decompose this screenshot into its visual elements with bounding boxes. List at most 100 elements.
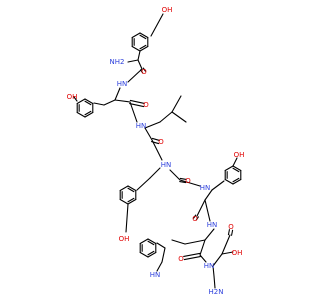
indole-benzene-ring — [147, 250, 155, 256]
bond — [204, 199, 211, 222]
atom-label-layer: OH NH2 HN O OH HN O HN O OH HN O OH HN O… — [67, 6, 245, 296]
bond — [161, 247, 166, 263]
phenol-ring-tyr3 — [127, 187, 135, 193]
bond — [114, 99, 131, 103]
carbonyl-bond — [129, 103, 145, 108]
bond — [199, 254, 207, 263]
amide-nh-label-tyr4: HN — [200, 184, 211, 192]
structure-svg: OH NH2 HN O OH HN O HN O OH HN O OH HN O… — [67, 6, 245, 296]
carbonyl-o-label-tyr1: O — [141, 68, 147, 76]
bond — [144, 121, 161, 129]
phenol-ring-tyr1 — [139, 44, 147, 50]
bond — [129, 101, 138, 123]
phenol-ring-tyr3 — [127, 185, 137, 192]
phenol-ring-tyr2 — [84, 98, 94, 105]
hydroxyl-label-tyr1: OH — [162, 6, 173, 14]
bond — [144, 127, 153, 141]
indole-benzene-ring — [147, 238, 157, 245]
phenol-ring-tyr1 — [139, 45, 149, 52]
amide-nh-label-tyr3: HN — [161, 161, 172, 169]
phenol-ring-tyr4 — [232, 177, 240, 183]
bond-layer — [73, 13, 242, 289]
bond — [169, 169, 181, 181]
bond — [213, 275, 216, 289]
bond — [156, 242, 166, 249]
phenol-ring-tyr1 — [139, 32, 149, 39]
carbonyl-bond — [195, 216, 199, 221]
bond — [150, 13, 164, 37]
bond — [212, 265, 215, 277]
hydroxyl-label-tyr4: OH — [234, 151, 245, 159]
phenol-ring-tyr2 — [84, 100, 92, 106]
phenol-ring-tyr2 — [84, 111, 94, 118]
bond — [179, 179, 201, 187]
bond — [103, 99, 116, 106]
bond — [184, 239, 206, 245]
indole-benzene-ring — [139, 238, 149, 245]
bond — [196, 199, 206, 217]
bond — [127, 68, 143, 83]
phenol-ring-tyr4 — [232, 165, 242, 172]
phenol-ring-tyr4 — [232, 167, 240, 173]
bond — [171, 239, 186, 245]
indole-benzene-ring — [139, 251, 149, 258]
molecule-diagram: OH NH2 HN O OH HN O HN O OH HN O OH HN O… — [67, 6, 245, 296]
bond — [221, 234, 231, 255]
carbonyl-o-label-leu: O — [158, 138, 164, 146]
bond — [93, 102, 105, 106]
amide-nh-label-leu: HN — [136, 122, 147, 130]
carbonyl-o-label-tyr2: O — [143, 101, 149, 109]
bond — [136, 177, 151, 191]
carbonyl-bond — [179, 181, 187, 184]
phenol-ring-tyr3 — [127, 198, 137, 205]
amide-nh-label-trp: HN — [207, 221, 218, 229]
phenol-ring-tyr2 — [84, 110, 92, 116]
indole-nh-label: HN — [150, 271, 161, 279]
bond — [171, 95, 182, 113]
amine-label-n-terminus: NH2 — [110, 58, 125, 66]
bond — [204, 228, 215, 241]
amide-nh-label-lys: HN — [204, 262, 215, 270]
bond — [204, 189, 213, 201]
bond — [137, 59, 143, 70]
phenol-ring-tyr4 — [224, 178, 234, 185]
carbonyl-bond — [179, 177, 187, 180]
carbonyl-bond — [227, 229, 230, 236]
bond — [199, 239, 206, 256]
bond — [73, 96, 78, 102]
bond — [127, 59, 139, 63]
carbonyl-bond — [193, 214, 197, 219]
carbonyl-o-label-tyr4: O — [192, 215, 198, 223]
carbonyl-o-label-trp: O — [178, 255, 184, 263]
bond — [149, 167, 161, 179]
phenol-ring-tyr3 — [119, 198, 129, 205]
bond — [211, 180, 225, 191]
bond — [137, 50, 141, 61]
bond — [171, 111, 187, 123]
carbonyl-bond — [183, 252, 201, 257]
phenol-ring-tyr1 — [139, 34, 147, 40]
bond — [151, 139, 163, 161]
indole-benzene-ring — [147, 251, 157, 258]
phenol-ring-tyr1 — [131, 32, 141, 39]
carboxyl-oh-label: OH — [232, 249, 243, 257]
carbonyl-bond — [129, 99, 145, 104]
phenol-ring-tyr3 — [127, 197, 135, 203]
phenol-ring-tyr4 — [232, 178, 242, 185]
carboxyl-o-label: O — [228, 223, 234, 231]
bond — [212, 253, 223, 267]
hydroxyl-label-tyr3: OH — [119, 235, 130, 243]
bond — [232, 157, 238, 167]
carbonyl-bond — [231, 229, 234, 236]
amide-nh-label-tyr2: HN — [117, 80, 128, 88]
carbonyl-bond — [183, 256, 201, 261]
bond — [114, 87, 121, 101]
bond — [125, 203, 129, 233]
bond — [159, 111, 173, 123]
phenol-ring-tyr4 — [224, 165, 234, 172]
phenol-ring-tyr1 — [131, 45, 141, 52]
carbonyl-bond — [151, 137, 160, 142]
phenol-ring-tyr3 — [119, 185, 129, 192]
bond — [221, 251, 234, 255]
lysine-amine-label: H2N — [209, 288, 224, 296]
